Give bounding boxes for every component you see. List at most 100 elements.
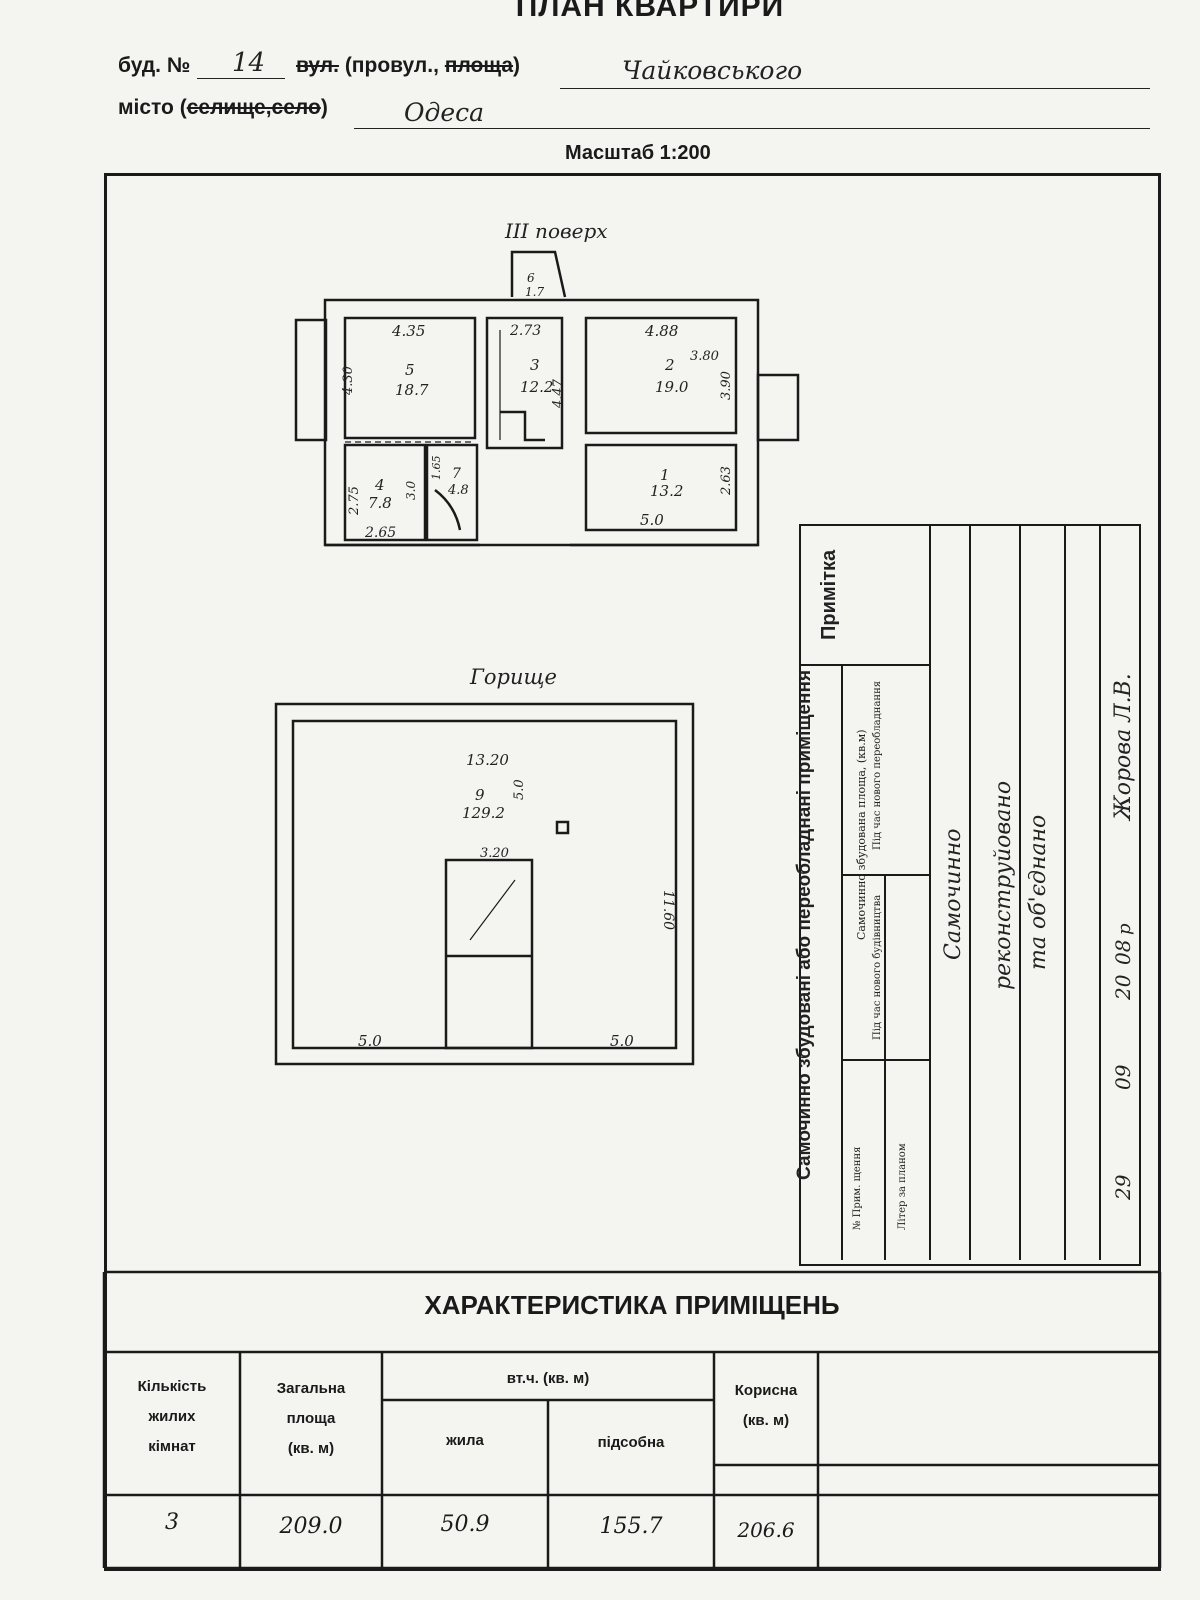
square-struck: площа — [444, 54, 514, 77]
city-struck: селище,село — [186, 96, 321, 119]
city-underline — [354, 128, 1150, 129]
col-rooms-line3: кімнат — [148, 1438, 196, 1455]
col-after: Під час нового переобладнання — [872, 681, 883, 850]
attic-title: Горище — [469, 665, 557, 689]
room-2-area: 19.0 — [655, 378, 689, 396]
value-rooms: 3 — [165, 1510, 179, 1535]
col-no: № Прим. щення — [852, 1147, 863, 1230]
room-7-number: 7 — [452, 466, 461, 482]
room-2-height-b: 3.80 — [690, 349, 719, 364]
address-line: буд. № — [118, 54, 190, 78]
attic-inner-width: 3.20 — [480, 846, 509, 861]
building-underline — [197, 78, 285, 79]
room-7-height: 3.0 — [404, 481, 418, 500]
room-2-number: 2 — [664, 356, 675, 374]
city-line: місто (селище,село) — [118, 96, 328, 120]
attic-inner-height: 5.0 — [512, 779, 527, 800]
attic-bottom-right: 5.0 — [610, 1032, 634, 1050]
col-lit: Літер за планом — [897, 1143, 908, 1230]
col-incl-header: вт.ч. (кв. м) — [506, 1370, 590, 1387]
room-6-area: 1.7 — [525, 285, 544, 299]
col-total-line3: (кв. м) — [287, 1440, 335, 1457]
note-3: та об'єднано — [1026, 815, 1051, 970]
left-annex — [294, 318, 328, 442]
room-5-width: 4.35 — [391, 322, 425, 340]
characteristics-title: ХАРАКТЕРИСТИКА ПРИМІЩЕНЬ — [424, 1290, 840, 1320]
value-total: 209.0 — [279, 1514, 343, 1539]
attic-outline — [274, 702, 695, 1066]
col-rooms-line1: Кількість — [137, 1378, 207, 1395]
building-number: 14 — [232, 48, 266, 78]
characteristics-grid — [102, 1270, 1162, 1570]
city-close: ) — [320, 96, 328, 119]
floor-plan-drawing: III поверх 4.35 5 18.7 4.30 2.73 3 12.2 … — [274, 219, 800, 1066]
date-month: 09 — [1111, 1064, 1135, 1090]
primitka-header: Примітка — [818, 549, 840, 640]
attic-bottom-left: 5.0 — [358, 1032, 382, 1050]
building-label: буд. № — [118, 54, 191, 77]
room-7-outline — [425, 443, 479, 542]
street-name: Чайковського — [622, 56, 803, 85]
room-6-number: 6 — [527, 271, 535, 285]
room-2-width: 4.88 — [644, 322, 678, 340]
room-3-width: 2.73 — [509, 323, 541, 339]
col-aux-header: підсобна — [597, 1434, 665, 1451]
scale: Масштаб 1:200 — [565, 142, 711, 164]
attic-stair-block — [444, 858, 534, 1050]
room-4-height: 2.75 — [347, 486, 362, 516]
main-header: Самочинно збудовані або переобладнані пр… — [794, 670, 815, 1180]
street-underline — [560, 88, 1150, 89]
room-7-area: 4.8 — [447, 483, 469, 498]
room-5-outline — [343, 316, 477, 440]
room-6-outline — [510, 250, 567, 298]
room-4-area: 7.8 — [368, 494, 392, 512]
col-rooms-line2: жилих — [148, 1408, 196, 1425]
attic-number: 9 — [475, 786, 485, 804]
right-annex — [756, 373, 800, 442]
col-useful-line1: Корисна — [734, 1382, 798, 1399]
room-2-height: 3.90 — [719, 371, 734, 400]
room-4-width: 2.65 — [364, 525, 396, 541]
col-total-line1: Загальна — [276, 1380, 346, 1397]
room-1-number: 1 — [660, 466, 670, 484]
room-5-area: 18.7 — [395, 381, 429, 399]
col-total-header: Загальна площа (кв. м) — [240, 1374, 382, 1464]
room-4-outline — [343, 443, 427, 542]
floor-title: III поверх — [504, 219, 608, 243]
drawing-frame — [104, 173, 1161, 1571]
date-suffix: р — [1114, 923, 1135, 935]
value-aux: 155.7 — [599, 1514, 663, 1539]
street-type: вул. (провул., площа) — [296, 54, 520, 78]
date-year-prefix: 20 — [1111, 974, 1135, 1001]
room-1-height: 2.63 — [719, 466, 734, 496]
city-label: місто ( — [118, 96, 187, 119]
room-3-outline — [485, 316, 564, 450]
room-1-width: 5.0 — [640, 511, 664, 529]
col-area: Самочинно збудована площа, (кв.м) — [855, 729, 868, 940]
signature: Жорова Л.В. — [1111, 673, 1136, 822]
attic-inner — [291, 719, 678, 1050]
street-close: ) — [513, 54, 521, 77]
col-total-line2: площа — [286, 1410, 336, 1427]
col-rooms-header: Кількість жилих кімнат — [104, 1372, 240, 1462]
col-before: Під час нового будівництва — [872, 895, 883, 1040]
street-struck: вул. — [296, 54, 339, 77]
date-day: 29 — [1111, 1174, 1135, 1201]
room-7-width: 1.65 — [430, 456, 443, 481]
room-3-area: 12.2 — [520, 378, 553, 396]
room-1-outline — [584, 443, 738, 532]
room-1-area: 13.2 — [650, 482, 683, 500]
room-5-height: 4.30 — [341, 366, 356, 396]
col-useful-line2: (кв. м) — [742, 1412, 790, 1429]
attic-area: 129.2 — [462, 804, 505, 822]
note-2: реконструйовано — [991, 781, 1016, 990]
attic-width: 13.20 — [466, 751, 509, 769]
page-title: ПЛАН КВАРТИРИ — [515, 0, 785, 23]
room-3-height: 4.47 — [551, 378, 566, 409]
room-4-number: 4 — [374, 476, 385, 494]
attic-height: 11.60 — [660, 890, 676, 930]
col-living-header: жила — [446, 1432, 484, 1449]
room-3-number: 3 — [530, 356, 540, 374]
date-year: 08 — [1111, 940, 1135, 965]
side-table: Примітка Самочинно збудовані або переобл… — [794, 524, 1141, 1266]
